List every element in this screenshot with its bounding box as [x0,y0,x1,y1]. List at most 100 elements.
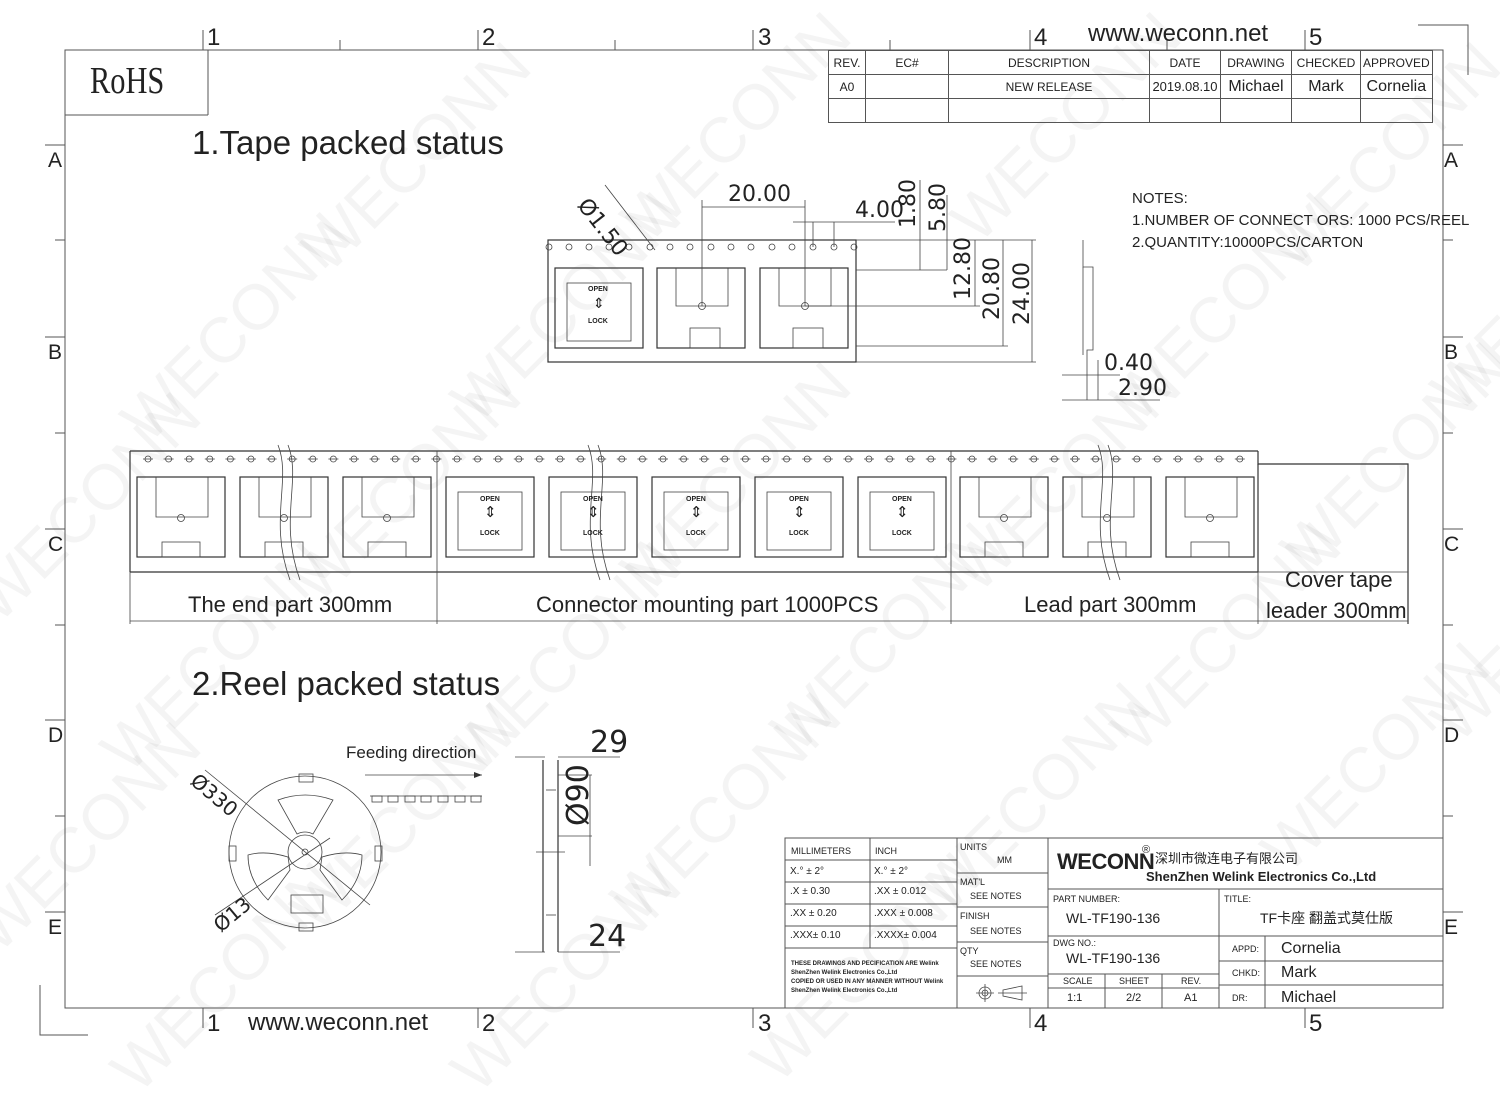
drawing-canvas [39,24,1469,1036]
row-marker: E [1444,916,1459,939]
segment-connector-mounting: Connector mounting part 1000PCS [536,592,879,617]
tape-long-view [129,444,1409,624]
row-marker: D [48,724,64,747]
ec-cell [865,74,949,99]
connector-open-label: OPEN [480,496,500,503]
qty-value: SEE NOTES [970,959,1022,969]
chkd-label: CHKD: [1232,968,1261,978]
col-marker: 1 [207,1010,221,1037]
scale-value: 1:1 [1067,992,1083,1004]
open-lock-arrow-icon: ⇕ [690,504,703,521]
row-marker: C [48,533,64,556]
tol-mm: .XX ± 0.20 [790,908,837,919]
sheet-value: 2/2 [1126,992,1142,1004]
col-marker: 2 [482,1010,496,1037]
feeding-direction-label: Feeding direction [346,743,477,762]
drawing-cell: Michael [1220,74,1292,99]
dim-thickness: 0.40 [1104,351,1153,376]
title-block-lines [784,837,1444,1009]
revision-table: REV. EC# DESCRIPTION DATE DRAWING CHECKE… [828,50,1433,123]
col-marker: 2 [482,24,496,51]
sheet-label: SHEET [1119,976,1150,986]
connector-open-label: OPEN [789,496,809,503]
ec-header: EC# [865,50,949,75]
revision-row: A0 NEW RELEASE 2019.08.10 Michael Mark C… [828,74,1433,99]
company-brand: WECONN [1057,849,1155,874]
row-marker: C [1444,533,1460,556]
dim-core-diameter: Ø90 [561,764,596,826]
tape-top-view [545,180,1036,363]
revision-header-row: REV. EC# DESCRIPTION DATE DRAWING CHECKE… [828,50,1433,75]
tol-mm: .X ± 0.30 [790,886,830,897]
checked-cell [1291,98,1361,123]
col-marker: 5 [1309,1010,1323,1037]
open-lock-arrow-icon: ⇕ [896,504,909,521]
open-lock-arrow-icon: ⇕ [484,504,497,521]
drawing-header: DRAWING [1220,50,1292,75]
website-link-bottom[interactable]: www.weconn.net [248,1009,429,1036]
chkd-value: Mark [1281,964,1317,981]
tol-header-mm: MILLIMETERS [791,846,852,856]
drawing-title: TF卡座 翻盖式莫仕版 [1260,910,1393,926]
connector-lock-label: LOCK [892,530,912,537]
units-label: UNITS [960,842,987,852]
drawing-cell [1220,98,1292,123]
section-title: 2.Reel packed status [192,665,501,702]
matl-label: MAT'L [960,877,986,887]
row-marker: A [1444,149,1459,172]
segment-lead-part: Lead part 300mm [1024,592,1197,617]
dr-label: DR: [1232,993,1248,1003]
note-item: 2.QUANTITY:10000PCS/CARTON [1132,234,1364,251]
col-marker: 5 [1309,24,1323,51]
scale-label: SCALE [1063,976,1093,986]
rev-header: REV. [828,50,866,75]
date-header: DATE [1149,50,1221,75]
website-link-top[interactable]: www.weconn.net [1088,20,1269,47]
part-number-value: WL-TF190-136 [1066,910,1161,926]
units-value: MM [997,855,1012,865]
disclaimer-line: ShenZhen Welink Electronics Co.,Ltd [791,970,898,976]
title-label: TITLE: [1224,894,1252,904]
tol-inch: .XX ± 0.012 [874,886,927,897]
open-lock-arrow-icon: ⇕ [793,504,806,521]
dwg-no-label: DWG NO.: [1053,938,1096,948]
disclaimer-line: COPIED OR USED IN ANY MANNER WITHOUT Wel… [791,979,944,985]
approved-cell [1360,98,1433,123]
dim-d1: 1.80 [896,179,921,228]
row-marker: A [48,149,63,172]
tol-mm: X.° ± 2° [790,866,825,877]
approved-cell: Cornelia [1360,74,1433,99]
note-item: 1.NUMBER OF CONNECT ORS: 1000 PCS/REEL [1132,212,1470,229]
appd-label: APPD: [1232,944,1260,954]
col-marker: 4 [1034,1010,1048,1037]
description-cell [948,98,1150,123]
revision-row [828,98,1433,123]
reel-side-view [515,756,620,953]
date-cell [1149,98,1221,123]
notes-title: NOTES: [1132,190,1188,207]
dim-d4: 20.80 [980,257,1005,320]
dim-hole-pitch: 4.00 [855,198,904,223]
checked-header: CHECKED [1291,50,1361,75]
connector-open-label: OPEN [686,496,706,503]
row-marker: B [1444,341,1459,364]
connector-lock-label: LOCK [789,530,809,537]
dim-d2: 5.80 [926,183,951,232]
finish-value: SEE NOTES [970,926,1022,936]
connector-open-label: OPEN [892,496,912,503]
disclaimer-line: THESE DRAWINGS AND PECIFICATION ARE Weli… [791,961,939,967]
col-marker: 3 [758,24,772,51]
reel-front-view [204,769,482,932]
description-header: DESCRIPTION [948,50,1150,75]
dr-value: Michael [1281,989,1337,1006]
dwg-no-value: WL-TF190-136 [1066,950,1161,966]
connector-lock-label: LOCK [686,530,706,537]
tape-side-profile [1062,240,1160,401]
connector-open-label: OPEN [583,496,603,503]
dim-tape-width: 24.00 [1010,262,1035,325]
dim-d3: 12.80 [951,237,976,300]
segment-end-part: The end part 300mm [188,592,393,617]
rev-cell: A0 [828,74,866,99]
segment-cover-tape-line1: Cover tape [1285,567,1393,592]
approved-header: APPROVED [1360,50,1433,75]
